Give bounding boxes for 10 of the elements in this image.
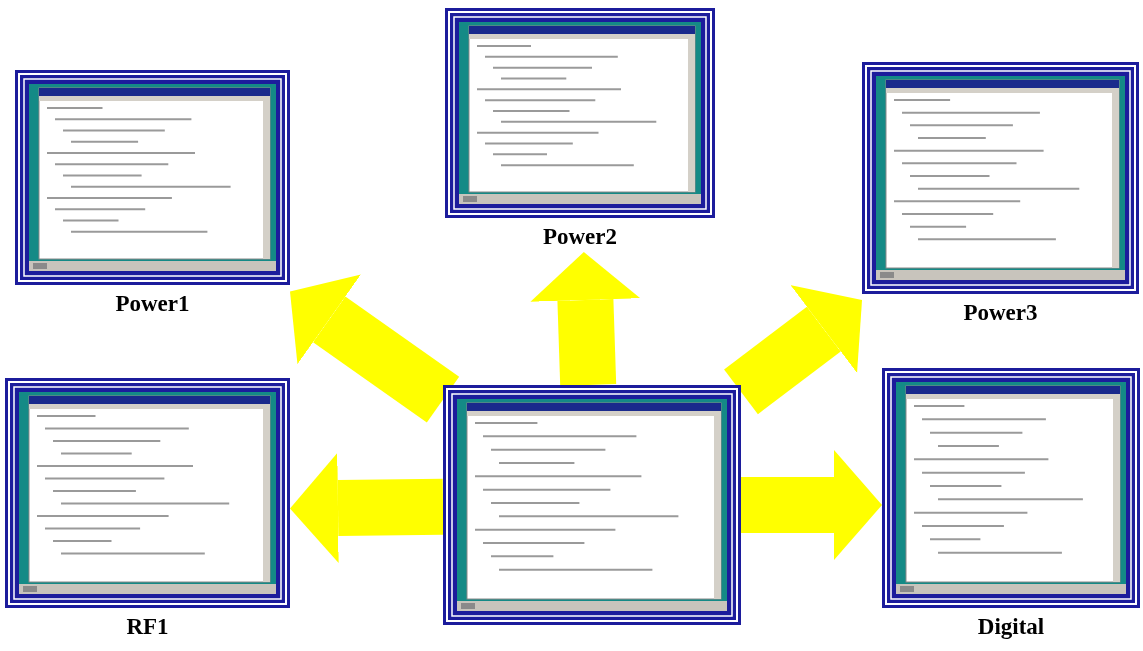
- picture-caption: Power3: [963, 300, 1038, 326]
- arrow: [530, 252, 641, 386]
- arrow: [724, 285, 863, 415]
- arrow: [741, 450, 882, 560]
- picture-caption: Power2: [542, 224, 618, 250]
- arrow: [290, 452, 444, 563]
- picture-caption: Digital: [977, 614, 1045, 640]
- arrow: [290, 274, 460, 423]
- picture-caption: Power1: [115, 291, 190, 317]
- picture-caption: RF1: [126, 614, 169, 640]
